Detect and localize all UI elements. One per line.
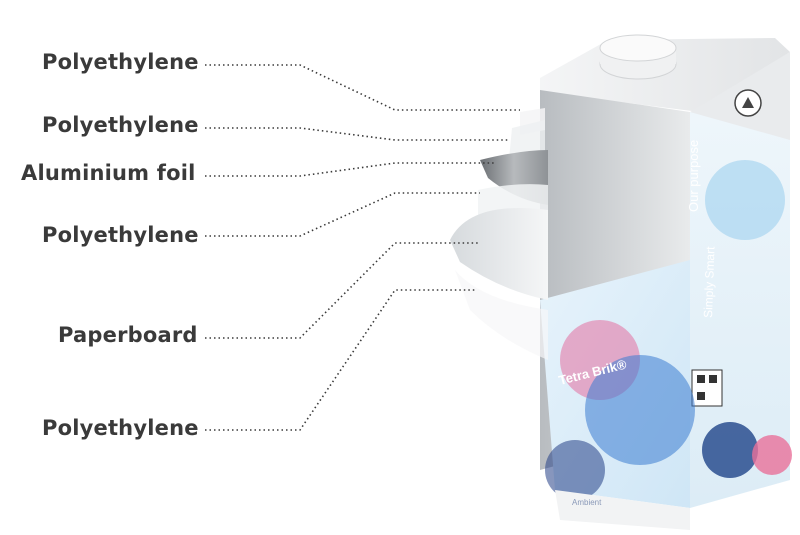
side-decoration-navy [702,422,758,478]
qr-code-corner [697,375,705,383]
leader-line-6 [205,289,475,431]
carton-heading-smart: Simply Smart [701,246,718,318]
leader-line-1 [205,64,520,111]
label-aluminium-foil: Aluminium foil [21,161,196,185]
layer-polyethylene-4 [455,270,548,360]
leader-line-2 [205,127,510,141]
side-decoration-blue [705,160,785,240]
side-decoration-pink [752,435,792,475]
label-polyethylene-1: Polyethylene [42,50,199,74]
recycle-logo-mark [742,97,754,108]
qr-code-icon [691,369,723,407]
layer-paperboard [450,208,548,300]
leader-line-3 [205,162,495,177]
front-decoration-navy [545,440,605,500]
leader-line-5 [205,242,480,339]
label-polyethylene-2: Polyethylene [42,113,199,137]
leader-lines [205,64,520,431]
front-decoration-blue [585,355,695,465]
carton-footer: Ambient [572,498,602,507]
qr-code-corner [697,392,705,400]
leader-line-4 [205,192,480,237]
carton-base [555,490,690,530]
cap-top [599,34,677,62]
carton-heading-purpose: Our purpose [686,140,701,212]
label-polyethylene-4: Polyethylene [42,416,199,440]
qr-code-corner [709,375,717,383]
label-polyethylene-3: Polyethylene [42,223,199,247]
label-paperboard: Paperboard [58,323,198,347]
